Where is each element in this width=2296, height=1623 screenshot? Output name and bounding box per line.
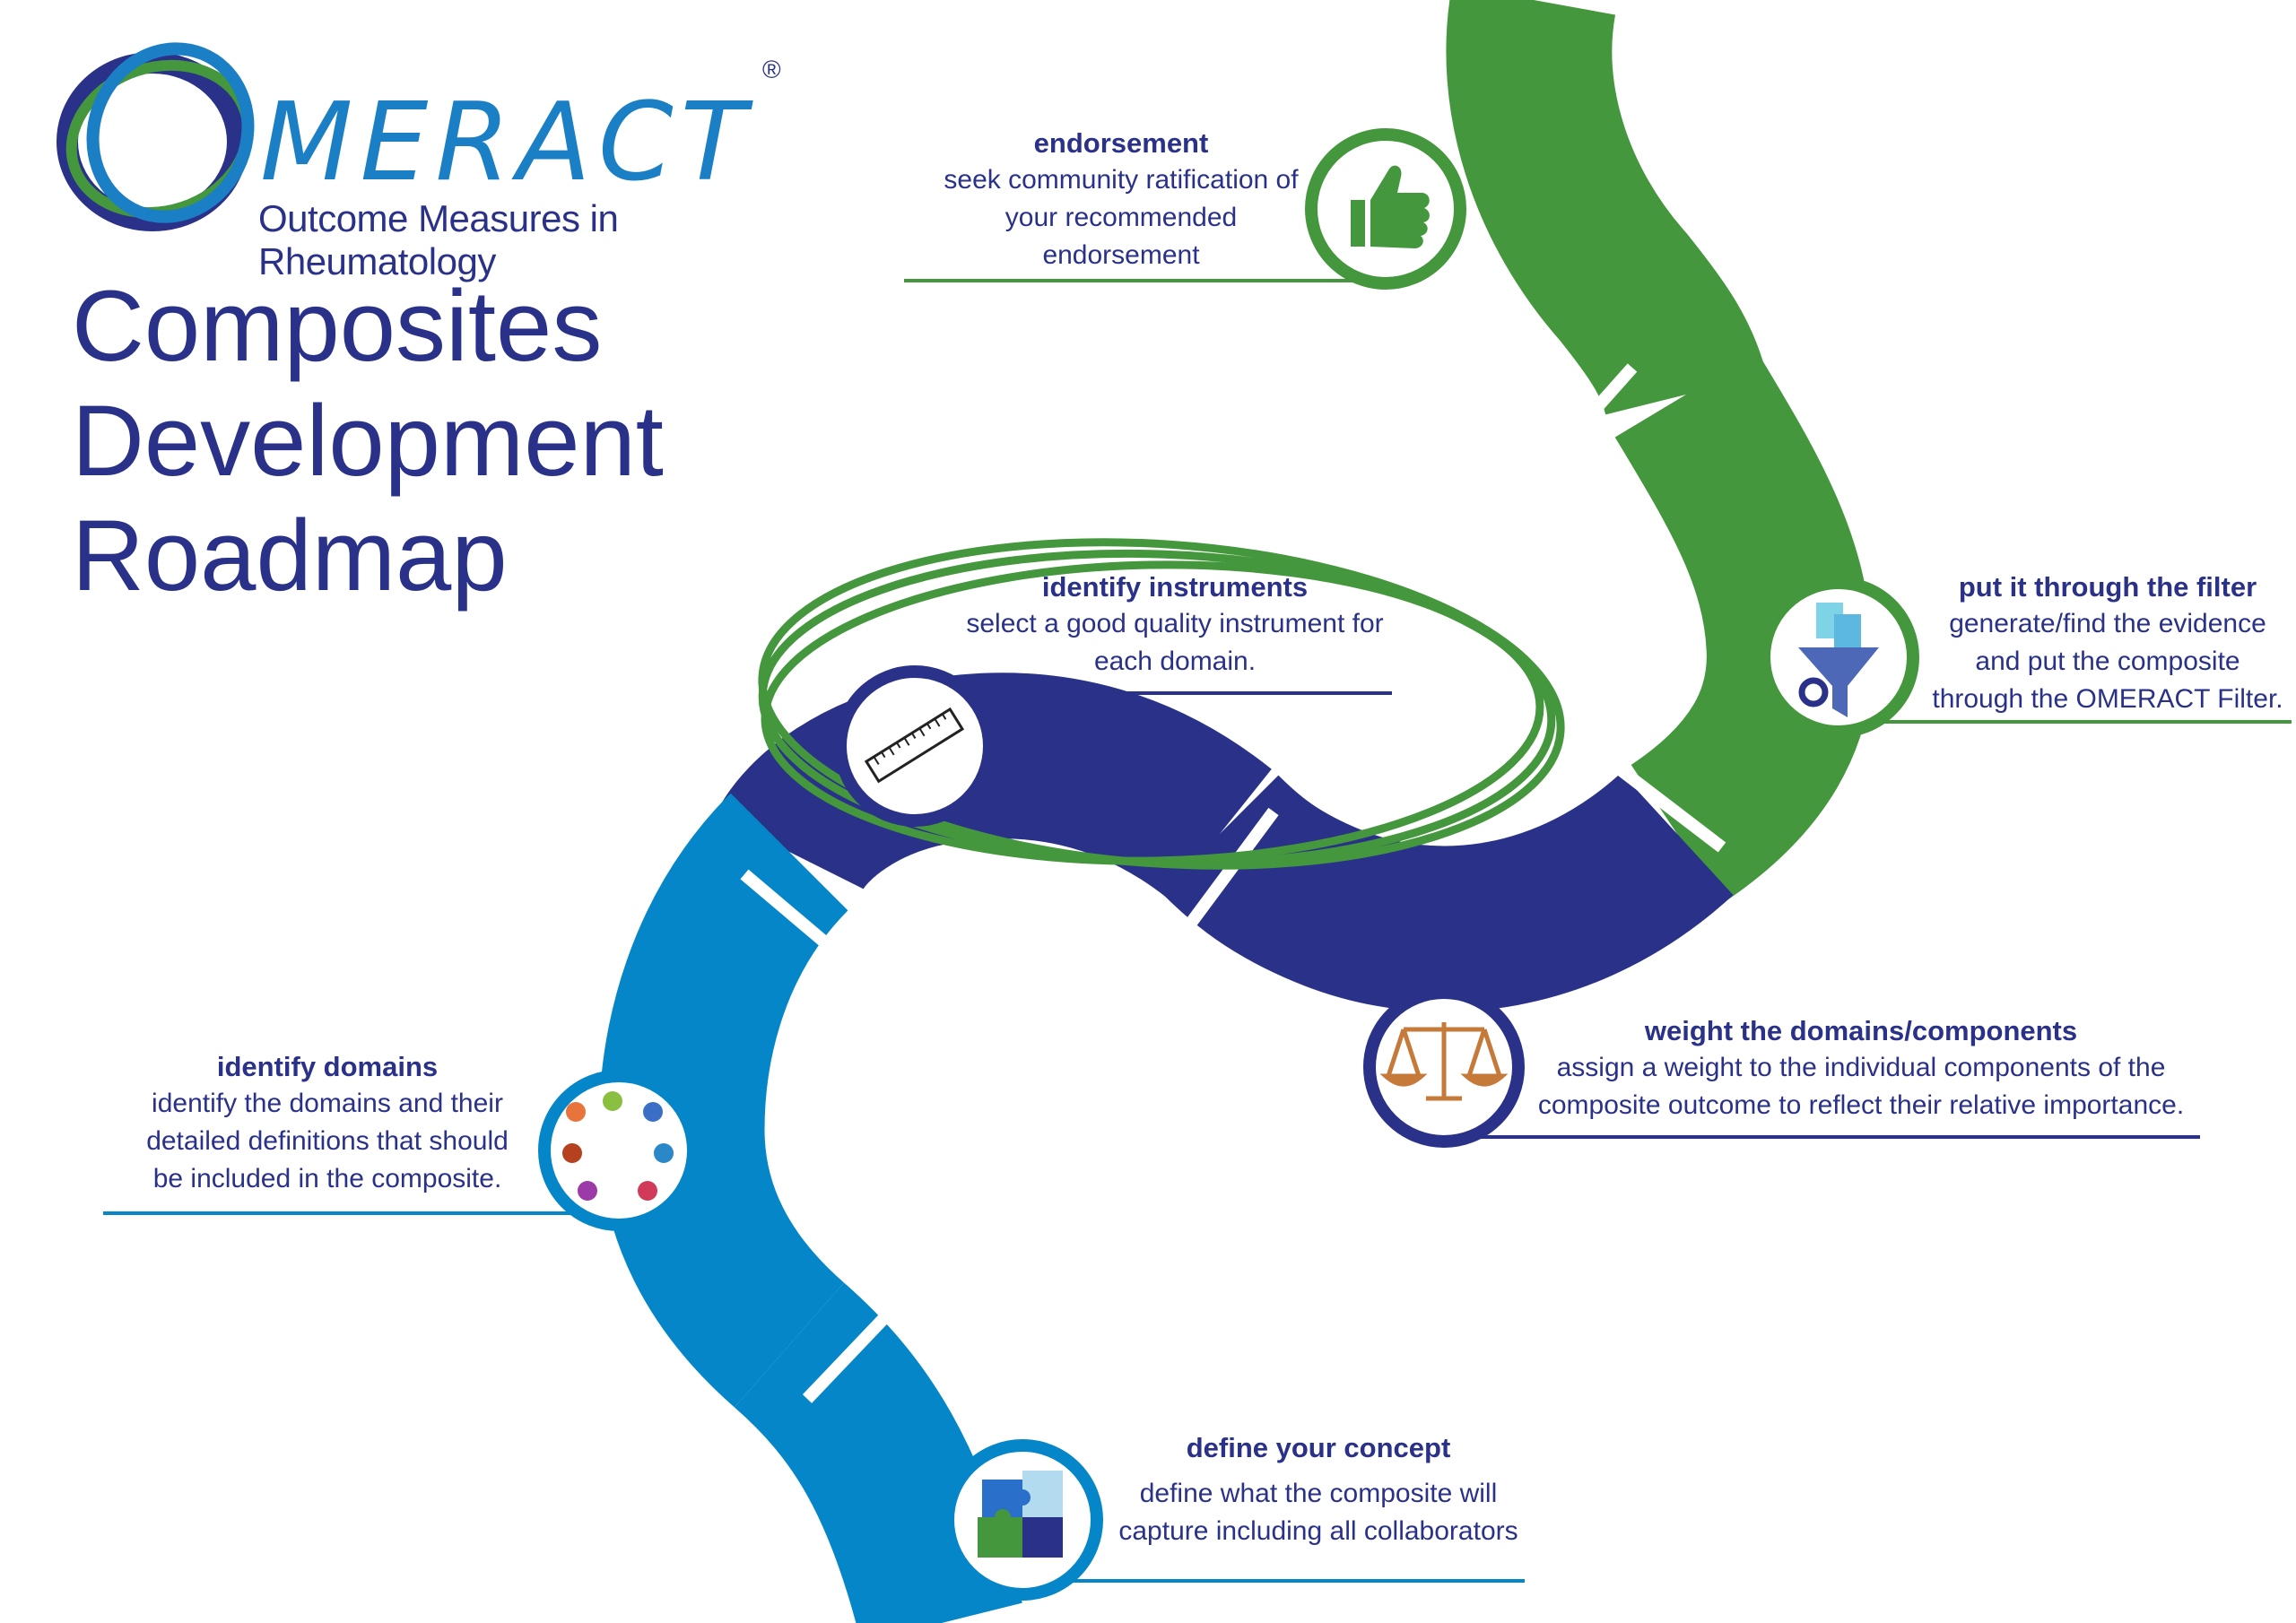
step-title: define your concept	[1186, 1432, 1451, 1463]
filter-icon-circle	[1758, 577, 1919, 738]
logo-tagline: Outcome Measures in Rheumatology	[258, 197, 619, 282]
step-title: identify instruments	[1041, 571, 1309, 603]
step-desc-line: identify the domains and their	[152, 1089, 503, 1118]
domains-icon-circle	[538, 1070, 700, 1231]
road-gap	[1555, 363, 1638, 453]
step-title: identify domains	[216, 1051, 439, 1082]
hands-puzzle-icon	[562, 1091, 674, 1201]
step-desc-line: and put the composite	[1975, 647, 2240, 676]
concept-icon-circle	[942, 1439, 1103, 1601]
puzzle-pieces-icon	[978, 1471, 1063, 1558]
step-title: put it through the filter	[1958, 571, 2257, 603]
step-desc-line: endorsement	[1042, 240, 1200, 270]
step-desc-line: define what the composite will	[1139, 1479, 1498, 1508]
title-line: Development	[72, 385, 664, 497]
step-desc-line: be included in the composite.	[152, 1164, 502, 1193]
registered-mark: ®	[762, 56, 781, 83]
instruments-icon-circle	[834, 665, 996, 827]
road-segment-green-top	[1446, 0, 1767, 417]
title-line: Composites	[72, 270, 603, 382]
step-desc-line: composite outcome to reflect their relat…	[1537, 1090, 2185, 1120]
road-segment-blue-upper	[598, 793, 849, 1408]
filter-funnel-icon	[1798, 603, 1879, 717]
ruler-icon	[864, 707, 965, 784]
logo-o-emblem-icon	[57, 42, 255, 231]
omeract-logo: MERACT ® Outcome Measures in Rheumatolog…	[54, 36, 807, 282]
step-desc-line: assign a weight to the individual compon…	[1556, 1053, 2166, 1082]
highlight-loop	[758, 538, 1565, 870]
step-title: endorsement	[1033, 127, 1209, 159]
step-desc-line: select a good quality instrument for	[966, 609, 1384, 638]
step-title: weight the domains/components	[1644, 1015, 2078, 1046]
logo-wordmark: MERACT	[260, 81, 753, 205]
page-title: Composites Development Roadmap	[72, 269, 664, 613]
step-domains: identify domains identify the domains an…	[112, 1049, 543, 1198]
road-gap	[1178, 807, 1279, 937]
step-desc-line: each domain.	[1093, 647, 1257, 676]
step-desc-line: through the OMERACT Filter.	[1932, 684, 2283, 714]
step-desc-line: your recommended	[1004, 203, 1238, 232]
step-weight: weight the domains/components assign a w…	[1507, 1013, 2215, 1124]
title-line: Roadmap	[72, 499, 508, 612]
step-desc-line: detailed definitions that should	[146, 1126, 509, 1156]
endorsement-icon-circle	[1305, 128, 1466, 290]
weight-icon-circle	[1363, 986, 1525, 1148]
step-filter: put it through the filter generate/find …	[1919, 569, 2296, 718]
step-concept: define your concept define what the comp…	[1085, 1430, 1552, 1550]
road-gap	[802, 1300, 902, 1403]
step-instruments: identify instruments select a good quali…	[933, 569, 1417, 681]
balance-scale-icon	[1379, 1022, 1509, 1101]
road-gap	[740, 869, 865, 978]
step-desc-line: generate/find the evidence	[1949, 609, 2266, 638]
step-endorsement: endorsement seek community ratification …	[897, 126, 1345, 274]
step-desc-line: capture including all collaborators	[1118, 1516, 1518, 1546]
road-gap	[1614, 763, 1726, 853]
thumbs-up-icon	[1351, 165, 1430, 248]
step-desc-line: seek community ratification of	[944, 165, 1299, 195]
road-segment-blue-lower	[734, 1282, 1022, 1623]
